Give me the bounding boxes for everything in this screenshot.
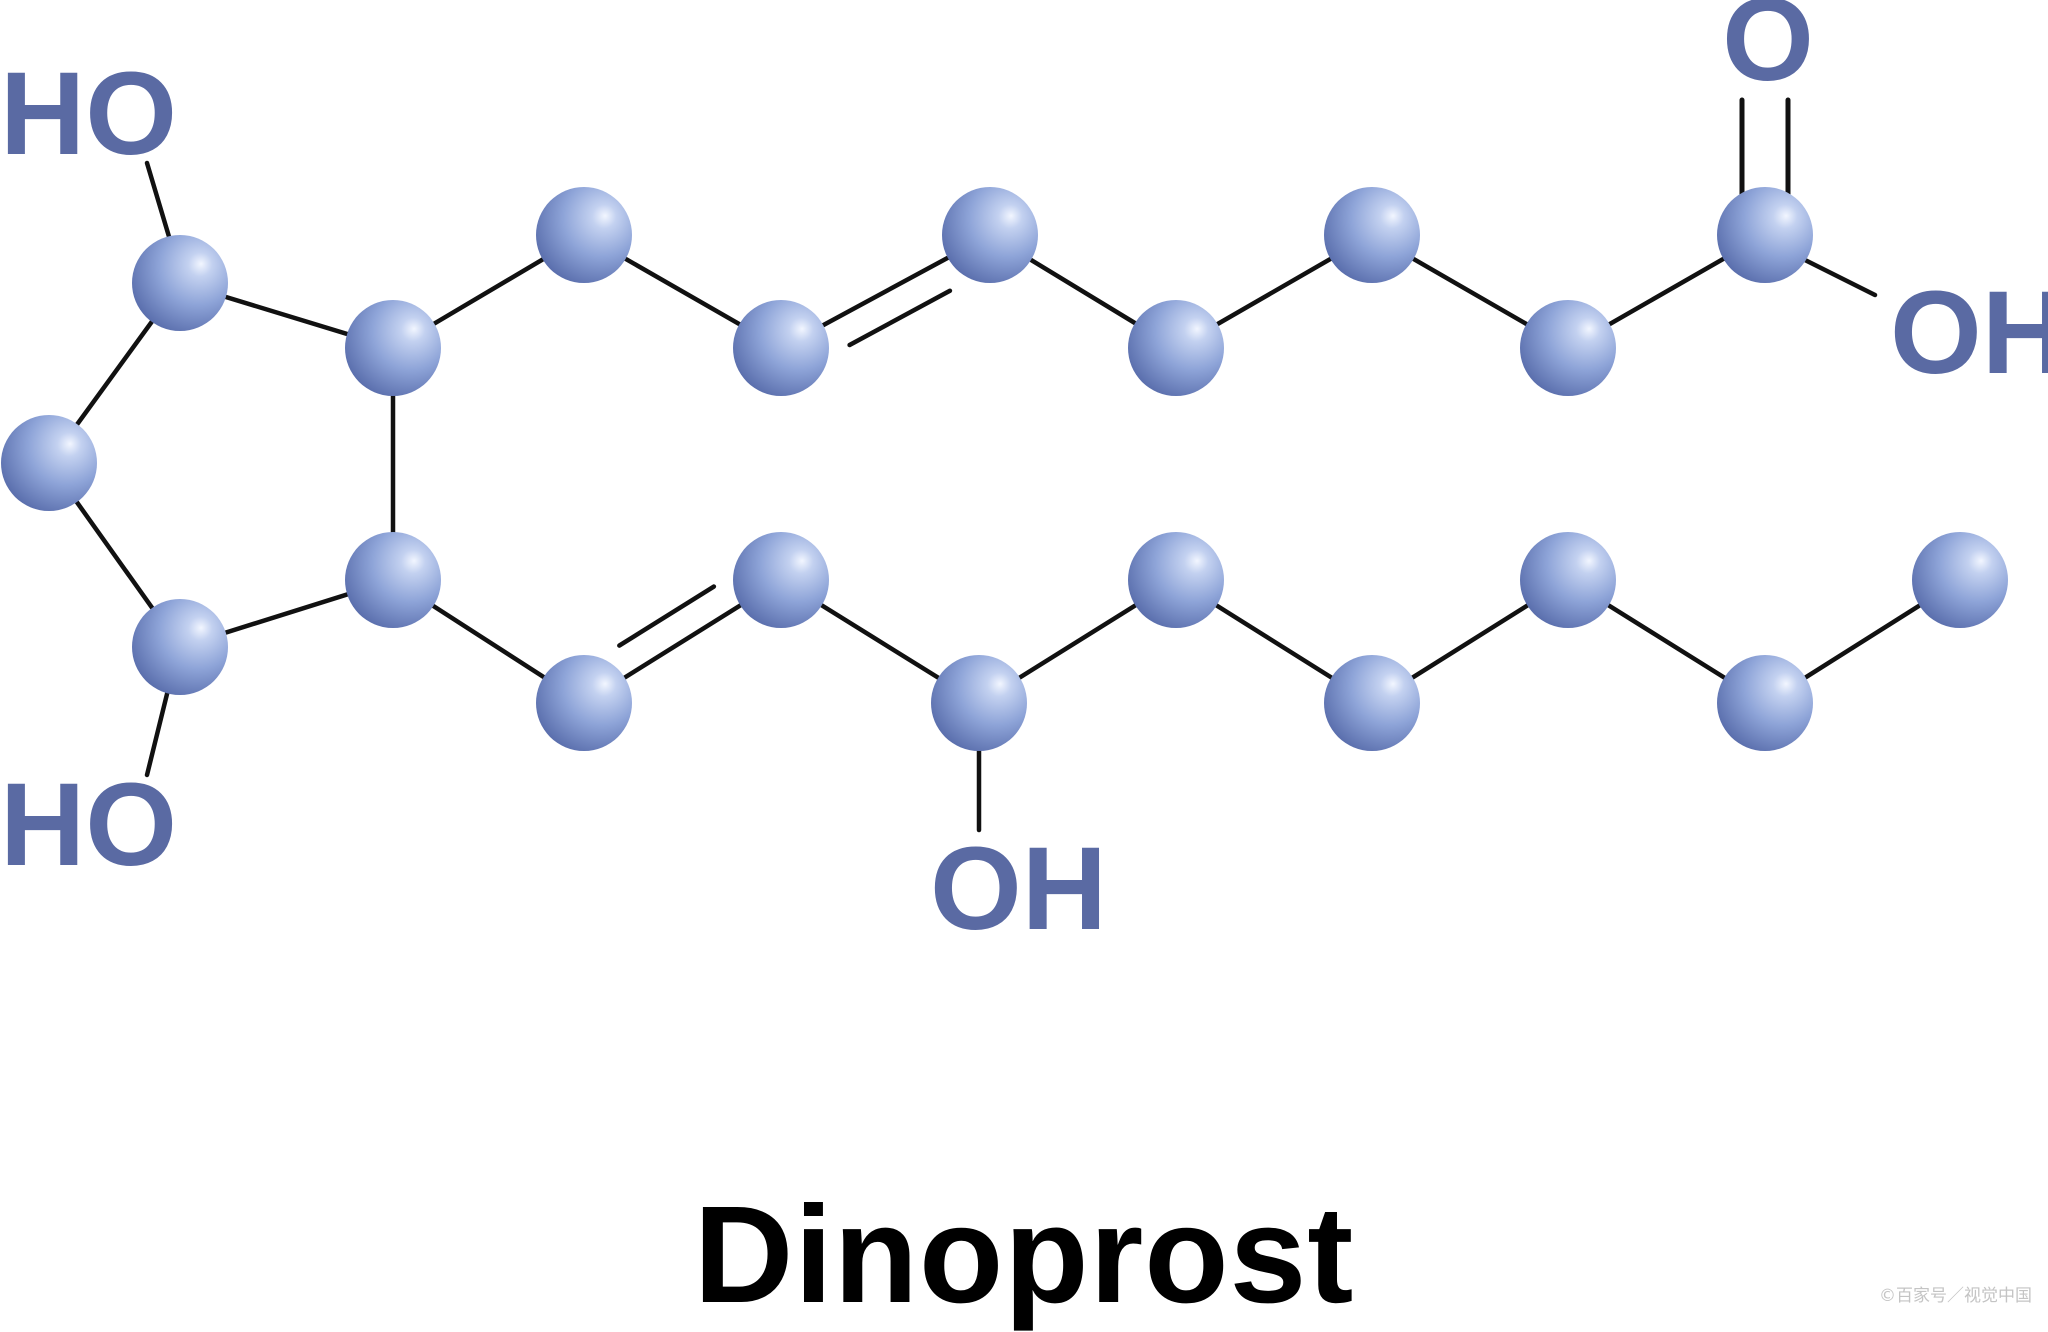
- hydroxyl-label-bottom-left: HO: [0, 759, 177, 891]
- carbon-atom-carboxyl-carbon: [1717, 187, 1813, 283]
- carbon-atom-upper-chain-3: [942, 187, 1038, 283]
- carbon-atom-upper-chain-2: [733, 300, 829, 396]
- atom-labels: HO HO O OH OH: [0, 0, 2048, 955]
- atoms-layer: [1, 187, 2008, 751]
- carbon-atom-upper-chain-6: [1520, 300, 1616, 396]
- hydroxyl-bond-bottom: [144, 687, 171, 778]
- carbon-atom-ring-left: [1, 415, 97, 511]
- chain-hydroxyl-label: OH: [930, 823, 1107, 955]
- carbon-atom-upper-chain-5: [1324, 187, 1420, 283]
- carbon-atom-lower-chain-7: [1717, 655, 1813, 751]
- carbon-atom-ring-top-right: [345, 300, 441, 396]
- molecule-title: Dinoprost: [693, 1178, 1355, 1332]
- carbon-atom-terminal-methyl: [1912, 532, 2008, 628]
- carbon-atom-lower-chain-6: [1520, 532, 1616, 628]
- carbon-atom-lower-chain-3: [931, 655, 1027, 751]
- carbon-atom-ring-bottom-left: [132, 599, 228, 695]
- upper-double-bond-inner: [847, 288, 953, 348]
- carbon-atom-lower-chain-1: [536, 655, 632, 751]
- carbon-atom-lower-chain-4: [1128, 532, 1224, 628]
- carbon-atom-ring-top-left: [132, 235, 228, 331]
- hydroxyl-bond-top: [144, 160, 173, 243]
- carbon-atom-upper-chain-1: [536, 187, 632, 283]
- hydroxyl-label-top-left: HO: [0, 48, 177, 180]
- watermark: ©百家号／视觉中国: [1879, 1286, 2032, 1306]
- carbon-atom-lower-chain-2: [733, 532, 829, 628]
- carbon-atom-lower-chain-5: [1324, 655, 1420, 751]
- lower-double-bond-inner: [617, 584, 717, 648]
- carbonyl-oxygen-label: O: [1722, 0, 1814, 106]
- carbon-atom-upper-chain-4: [1128, 300, 1224, 396]
- carboxyl-oh-bond: [1792, 252, 1878, 298]
- carboxyl-hydroxyl-label: OH: [1890, 267, 2048, 399]
- carbon-atom-ring-bottom-right: [345, 532, 441, 628]
